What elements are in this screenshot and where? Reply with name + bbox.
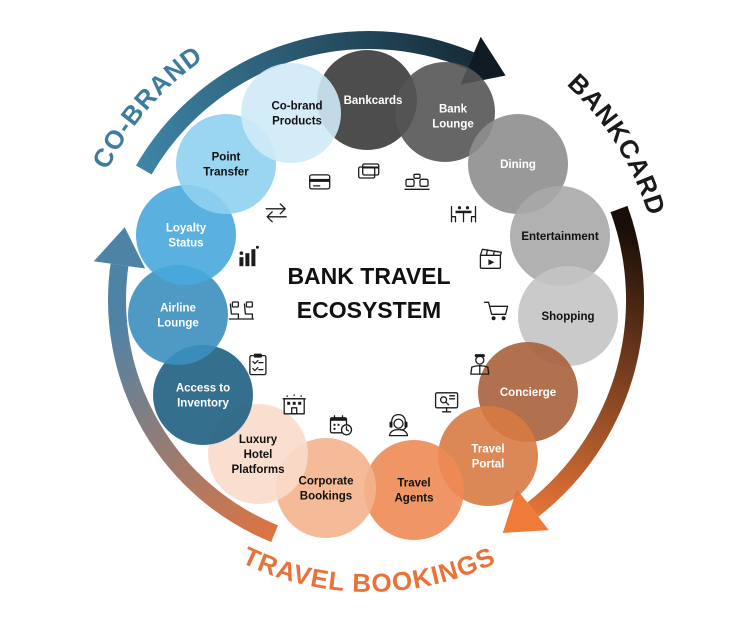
node-circle-4 [518,266,618,366]
node-circle-3 [510,186,610,286]
node-label-8-line-0: Corporate [299,476,354,488]
lounge-seating-icon [404,173,430,190]
node-label-9-line-1: Hotel [244,449,273,461]
arrowhead-left [93,227,146,269]
node-label-10-line-1: Inventory [177,398,229,410]
node-circles [128,50,618,540]
node-label-12-line-0: Loyalty [166,223,207,235]
arc-right [527,205,645,517]
arrowhead-right [502,489,549,533]
node-label-10: Access to Inventory [176,383,230,410]
shopping-cart-icon [483,301,509,321]
node-label-10-line-0: Access to [176,383,230,395]
node-label-9-line-0: Luxury [239,434,278,446]
node-circle-0 [317,50,417,150]
web-portal-icon [434,392,459,413]
co-brand-card-icon [309,174,331,190]
node-label-2: Dining [500,159,536,171]
airline-seats-icon [228,301,255,320]
node-label-14-line-0: Co-brand [271,101,322,113]
segment-label-travel-bookings: TRAVEL BOOKINGS [238,541,500,599]
node-label-0: Bankcards [344,95,403,107]
headset-agent-icon [388,413,409,437]
node-circle-10 [153,345,253,445]
inventory-clipboard-icon [249,353,267,376]
credit-cards-icon [358,163,380,179]
arc-top [136,31,475,175]
center-title-line-2: ECOSYSTEM [297,297,441,323]
node-label-13-line-1: Transfer [203,167,249,179]
node-label-6-line-0: Travel [471,444,504,456]
node-label-5-line-0: Concierge [500,387,556,399]
node-label-12-line-1: Status [168,238,203,250]
node-label-3-line-0: Entertainment [521,231,598,243]
calendar-clock-icon [329,415,353,436]
loyalty-chart-icon [239,245,259,267]
node-label-7-line-0: Travel [397,478,430,490]
node-icons [228,163,509,437]
node-label-11-line-0: Airline [160,303,196,315]
node-label-8-line-1: Bookings [300,491,352,503]
center-title-line-1: BANK TRAVEL [287,263,450,289]
cycle-arrows [93,31,645,543]
node-label-9-line-2: Platforms [231,464,284,476]
node-label-11-line-1: Lounge [157,318,199,330]
node-label-3: Entertainment [521,231,598,243]
node-label-4: Shopping [541,311,594,323]
node-label-1-line-0: Bank [439,104,468,116]
node-label-1-line-1: Lounge [432,119,474,131]
node-circle-14 [241,63,341,163]
node-label-14-line-1: Products [272,116,322,128]
hotel-icon [282,393,306,415]
node-label-7-line-1: Agents [395,493,434,505]
node-label-13-line-0: Point [212,152,241,164]
clapperboard-icon [479,248,503,269]
arc-left [108,263,278,543]
dining-table-icon [450,206,477,223]
node-label-6-line-1: Portal [472,459,505,471]
node-circle-11 [128,265,228,365]
transfer-arrows-icon [265,203,287,223]
segment-label-travel-bookings-path: TRAVEL BOOKINGS [238,541,499,599]
node-label-2-line-0: Dining [500,159,536,171]
node-label-0-line-0: Bankcards [344,95,403,107]
concierge-icon [470,354,490,375]
node-label-4-line-0: Shopping [541,311,594,323]
node-label-5: Concierge [500,387,556,399]
node-circle-7 [364,440,464,540]
center-title: BANK TRAVEL ECOSYSTEM [287,263,450,323]
node-circle-1 [395,62,495,162]
